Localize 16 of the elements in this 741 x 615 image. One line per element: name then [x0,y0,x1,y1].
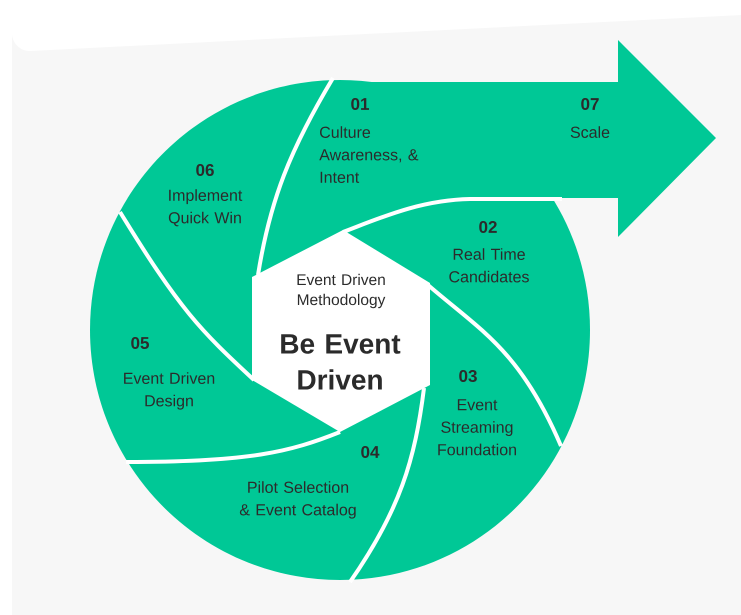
step-number: 01 [351,98,369,110]
step-number: 07 [581,98,599,110]
step-number: 02 [479,220,497,234]
step-label: Scale [570,126,610,138]
step-number: 04 [361,446,380,458]
step-number: 03 [459,370,477,382]
main-title: Be Event Driven [281,334,400,390]
step-label: Real Time Candidates [449,248,529,282]
step-label: Implement Quick Win [168,189,242,226]
step-number: 05 [131,336,149,350]
step-label: Event Driven Design [124,372,214,410]
subtitle: Event Driven Methodology [297,274,386,308]
step-label: Event Streaming Foundation [438,399,516,456]
step-label: Culture Awareness, & Intent [319,126,418,183]
step-label: Pilot Selection & Event Catalog [240,481,356,519]
step-number: 06 [196,164,214,176]
